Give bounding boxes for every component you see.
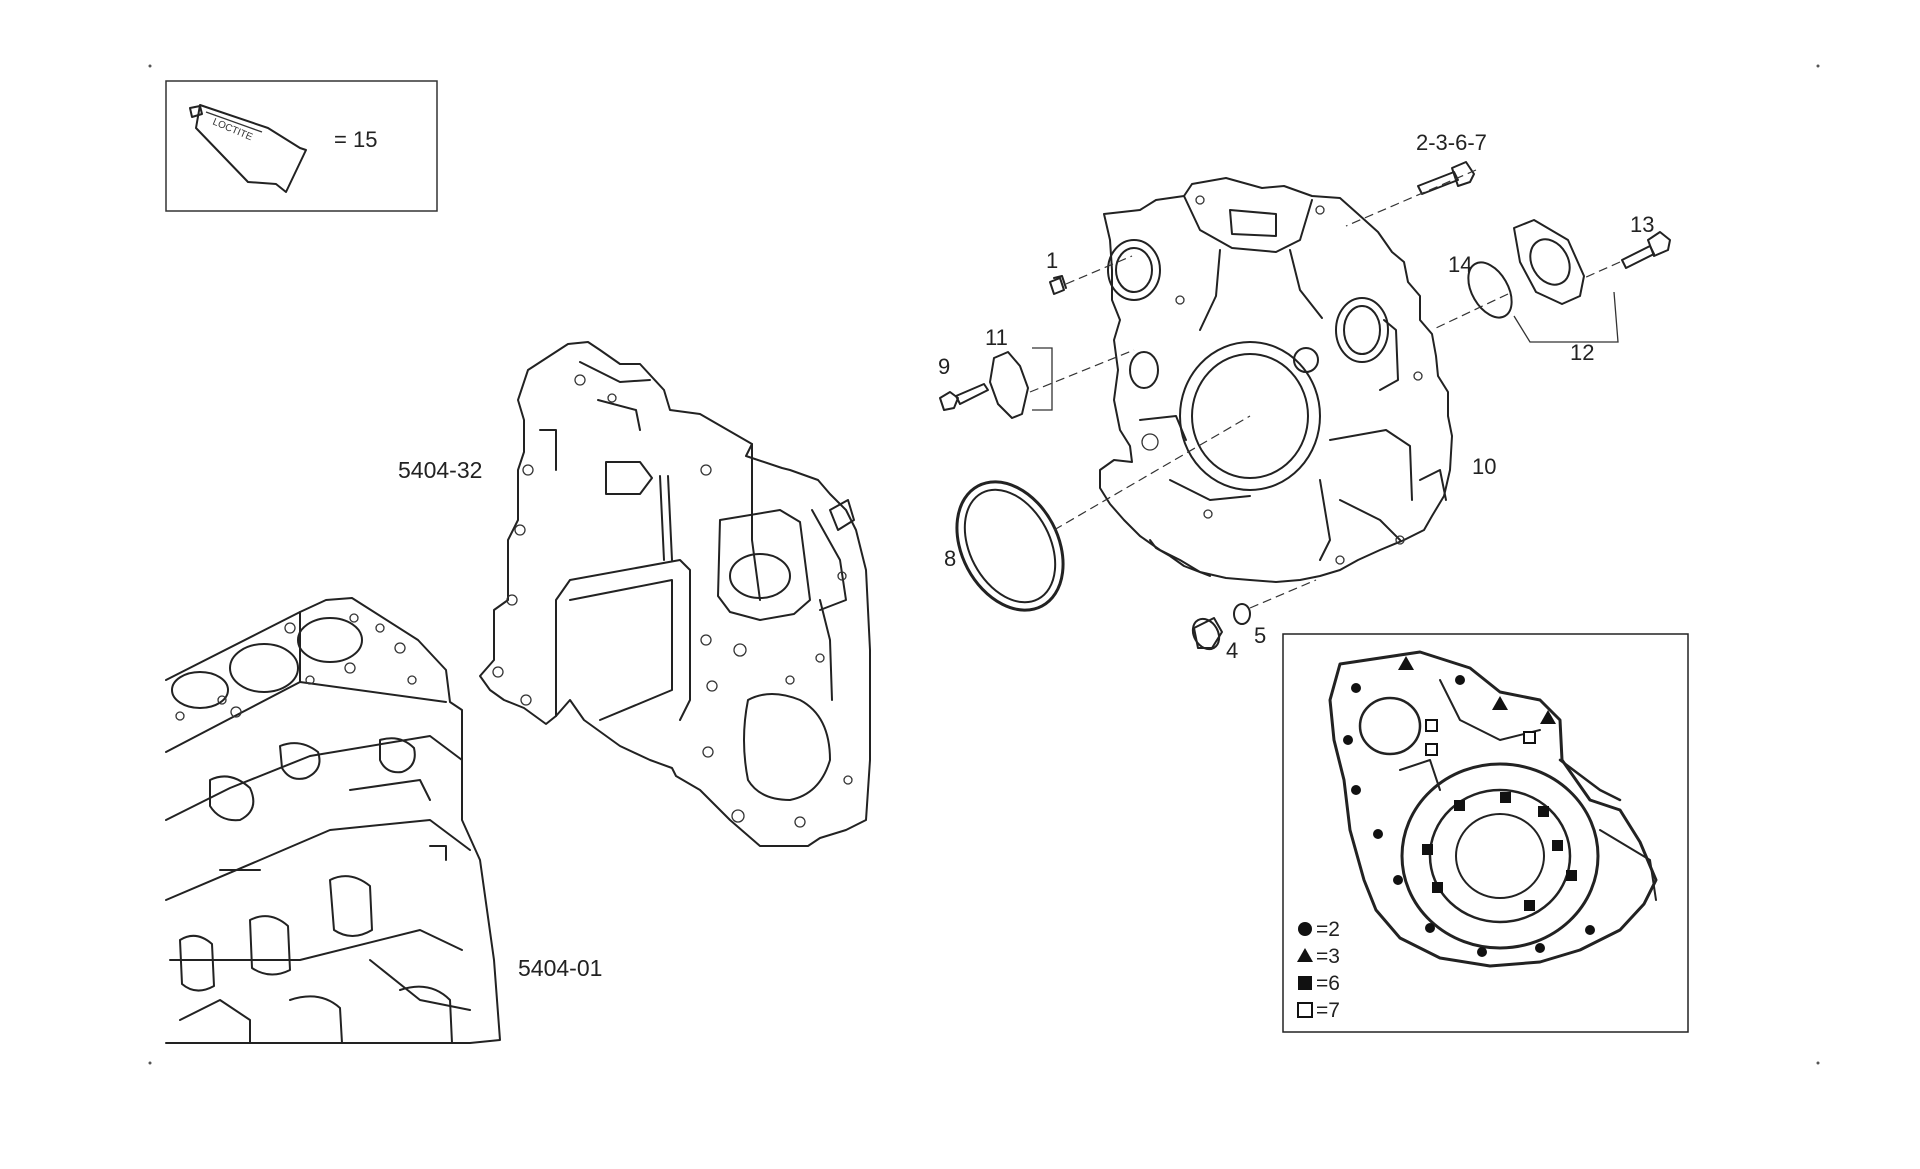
part-bracket-12 <box>1513 291 1619 343</box>
legend-item-open-square: =7 <box>1297 999 1340 1022</box>
filled-square-icon <box>1298 976 1312 990</box>
label-part-1: 1 <box>1046 248 1058 273</box>
legend-item-triangle: =3 <box>1297 945 1340 968</box>
label-part-14: 14 <box>1448 252 1472 277</box>
label-part-8: 8 <box>944 546 956 571</box>
label-part-2367: 2-3-6-7 <box>1416 130 1487 155</box>
open-square-icon <box>1297 1002 1313 1018</box>
part-4-plug <box>1191 617 1223 651</box>
engine-block-drawing <box>165 597 501 1044</box>
part-2367-bolt <box>1417 161 1475 195</box>
kit-equals-label: = 15 <box>334 127 377 152</box>
legend-text-circle: =2 <box>1316 918 1340 941</box>
legend-item-filled-square: =6 <box>1298 972 1340 995</box>
bolt-location-inset: =2 =3 =6 =7 <box>1282 633 1689 1033</box>
label-part-10: 10 <box>1472 454 1496 479</box>
flywheel-housing-drawing <box>1099 177 1453 583</box>
part-1-plug <box>1049 275 1067 295</box>
filled-triangle-icon <box>1297 948 1313 962</box>
legend: =2 =3 =6 =7 <box>1297 918 1340 1022</box>
part-12-seal-carrier <box>1513 219 1585 305</box>
label-part-4: 4 <box>1226 638 1238 663</box>
legend-item-circle: =2 <box>1298 918 1340 941</box>
legend-text-triangle: =3 <box>1316 945 1340 968</box>
part-11-gasket <box>989 351 1029 419</box>
inset-housing-drawing <box>1328 650 1658 968</box>
part-13-bolt <box>1621 231 1671 269</box>
label-part-12: 12 <box>1570 340 1594 365</box>
assembly-lines <box>1029 169 1621 609</box>
sealant-kit-box: LOCTITE = 15 <box>165 80 438 212</box>
legend-text-filled-square: =6 <box>1316 972 1340 995</box>
label-part-11: 11 <box>985 325 1008 350</box>
label-part-5: 5 <box>1254 623 1266 648</box>
part-9-screw <box>939 383 989 411</box>
label-part-9: 9 <box>938 354 950 379</box>
ref-label-5404-32: 5404-32 <box>398 457 482 483</box>
sealant-tube-icon: LOCTITE <box>189 104 307 193</box>
part-bracket-11 <box>1032 347 1053 411</box>
label-part-13: 13 <box>1630 212 1654 237</box>
ref-label-5404-01: 5404-01 <box>518 955 602 981</box>
part-14-oring <box>1467 261 1513 319</box>
timing-housing-drawing <box>479 341 871 847</box>
part-8-seal-ring <box>955 480 1065 612</box>
part-5-washer <box>1233 603 1251 625</box>
legend-text-open-square: =7 <box>1316 999 1340 1022</box>
filled-circle-icon <box>1298 922 1312 936</box>
corner-marks <box>148 64 1820 1065</box>
